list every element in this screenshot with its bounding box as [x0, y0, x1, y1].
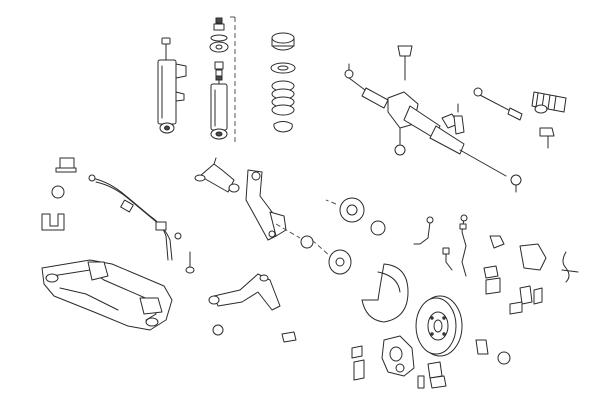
steering-knuckle [246, 170, 300, 240]
coil-spring-assembly [271, 33, 295, 132]
brake-disc [416, 296, 462, 356]
strut-mount-stack [210, 17, 235, 145]
stabilizer-bar [89, 175, 194, 273]
wheel-hub-bearing [301, 198, 385, 274]
brake-pads [418, 362, 446, 388]
shock-absorber-right [211, 62, 227, 139]
shock-absorber-left [158, 38, 186, 133]
abs-sensor [414, 215, 467, 276]
brake-dust-shield [362, 264, 408, 322]
upper-control-arm [195, 158, 239, 192]
caliper-bracket-parts [476, 236, 578, 364]
rack-boot [532, 92, 566, 113]
tie-rod [474, 88, 554, 192]
lower-control-arm [209, 274, 296, 342]
brake-caliper [352, 336, 414, 380]
front-subframe [42, 260, 172, 330]
sway-bar-bushings [42, 158, 76, 230]
steering-rack [345, 46, 506, 176]
